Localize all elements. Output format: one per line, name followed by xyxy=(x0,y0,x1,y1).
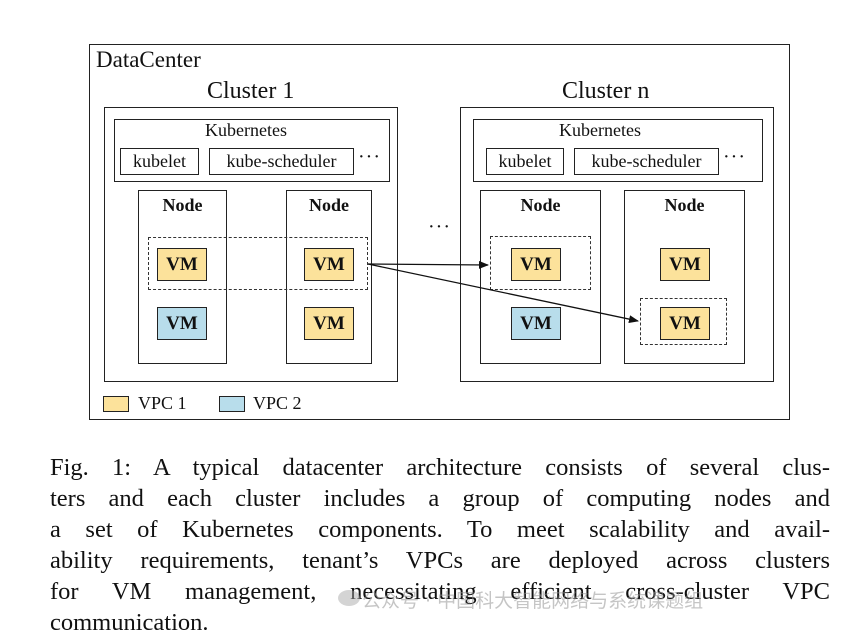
caption-line: ters and each cluster includes a group o… xyxy=(50,485,830,512)
cluster-1-kubernetes-box xyxy=(114,119,390,182)
cluster-n-frame xyxy=(460,107,774,382)
vm-c1-n1-vpc1: VM xyxy=(157,248,207,281)
cluster-n-components-more: ··· xyxy=(723,146,746,168)
cluster-1-node-1: Node xyxy=(138,190,227,364)
cluster-n-kubernetes-label: Kubernetes xyxy=(559,120,641,140)
datacenter-frame xyxy=(89,44,790,420)
watermark-text: 公众号 · 中国科大智能网络与系统课题组 xyxy=(362,590,704,612)
vpc1-group-cluster-n-node-2 xyxy=(640,298,727,345)
wechat-icon xyxy=(338,590,360,606)
cluster-1-title: Cluster 1 xyxy=(207,78,295,104)
caption-line: communication. xyxy=(50,609,209,636)
cluster-n-title: Cluster n xyxy=(562,78,650,104)
datacenter-label: DataCenter xyxy=(96,47,201,72)
vm-cn-n1-vpc1: VM xyxy=(511,248,561,281)
vpc1-group-cluster-1 xyxy=(148,237,368,290)
vm-c1-n2-vpc1-a: VM xyxy=(304,248,354,281)
vm-cn-n2-vpc1-a: VM xyxy=(660,248,710,281)
caption-line: ability requirements, tenant’s VPCs are … xyxy=(50,547,830,574)
clusters-ellipsis: ··· xyxy=(428,216,451,238)
cluster-1-components-more: ··· xyxy=(358,146,381,168)
vm-cn-n1-vpc2: VM xyxy=(511,307,561,340)
cluster-n-kubernetes-box xyxy=(473,119,763,182)
caption-line: a set of Kubernetes components. To meet … xyxy=(50,516,830,543)
legend-label-vpc1: VPC 1 xyxy=(138,393,187,413)
cluster-1-kube-scheduler: kube-scheduler xyxy=(209,148,354,175)
node-title: Node xyxy=(162,195,203,215)
cluster-1-frame xyxy=(104,107,398,382)
vm-cn-n2-vpc1-b: VM xyxy=(660,307,710,340)
figure-caption: Fig. 1: A typical datacenter architectur… xyxy=(50,452,830,638)
node-title: Node xyxy=(520,195,561,215)
vm-c1-n2-vpc1-b: VM xyxy=(304,307,354,340)
vm-c1-n1-vpc2: VM xyxy=(157,307,207,340)
cluster-n-kube-scheduler: kube-scheduler xyxy=(574,148,719,175)
legend-label-vpc2: VPC 2 xyxy=(253,393,302,413)
legend-swatch-vpc2 xyxy=(219,396,245,412)
caption-line: for VM management, necessitating efficie… xyxy=(50,578,830,605)
caption-line: Fig. 1: A typical datacenter architectur… xyxy=(50,454,830,481)
legend-swatch-vpc1 xyxy=(103,396,129,412)
cluster-1-kubernetes-label: Kubernetes xyxy=(205,120,287,140)
cluster-n-kubelet: kubelet xyxy=(486,148,564,175)
cluster-1-kubelet: kubelet xyxy=(120,148,199,175)
node-title: Node xyxy=(309,195,349,215)
node-title: Node xyxy=(664,195,705,215)
